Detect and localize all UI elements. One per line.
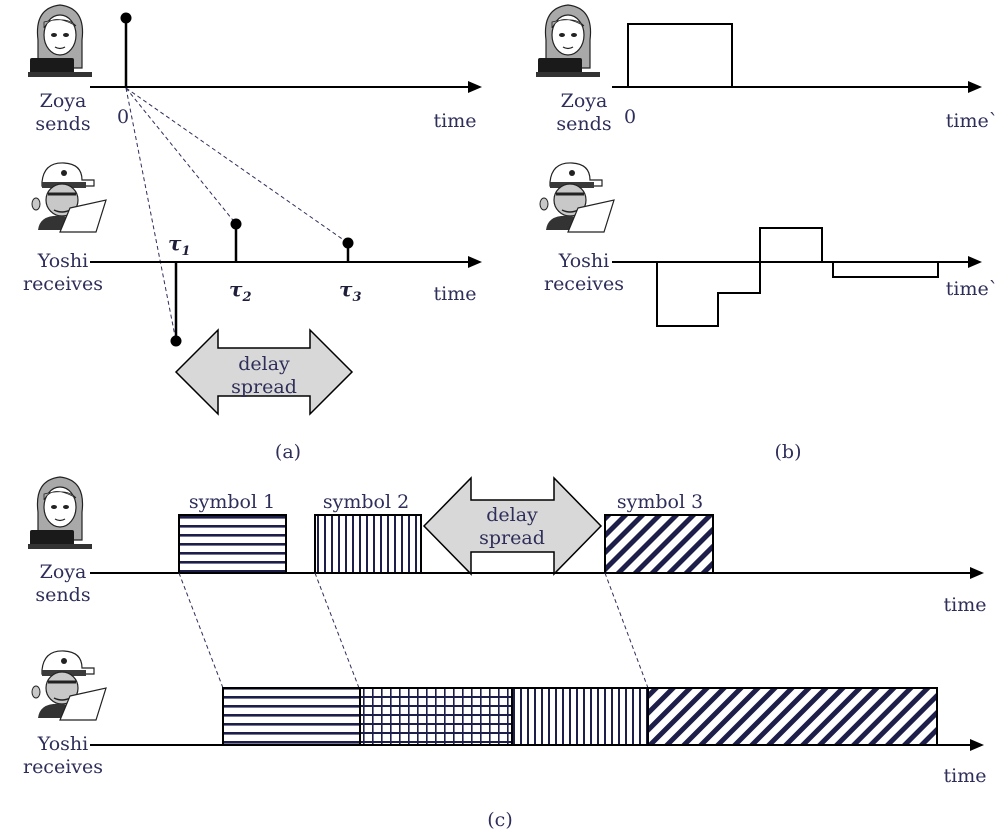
path-line-2 bbox=[315, 573, 359, 688]
sent-pulse bbox=[628, 24, 732, 87]
time-label: time bbox=[434, 283, 477, 305]
spread-label: spread bbox=[231, 376, 297, 398]
sender-name: Zoya bbox=[561, 90, 608, 112]
sender-action: sends bbox=[35, 584, 90, 606]
symbol-2-label: symbol 2 bbox=[323, 491, 409, 513]
received-tail-pulse bbox=[833, 262, 938, 277]
axis-arrowhead bbox=[468, 81, 482, 93]
caption-c: (c) bbox=[487, 809, 512, 831]
time-label: time` bbox=[946, 278, 998, 300]
received-waveform bbox=[657, 228, 822, 326]
woman-laptop-icon bbox=[28, 477, 92, 549]
path-line-1 bbox=[126, 88, 176, 341]
receiver-name: Yoshi bbox=[558, 250, 609, 272]
panel-b: Zoya sends 0 time` Yoshi receives time` … bbox=[536, 5, 998, 463]
sender-name: Zoya bbox=[40, 561, 87, 583]
axis-arrowhead bbox=[970, 567, 984, 579]
delay-spread-arrow bbox=[424, 478, 601, 574]
spread-label: spread bbox=[479, 527, 545, 549]
caption-b: (b) bbox=[775, 441, 802, 463]
sent-symbol-3 bbox=[605, 515, 713, 573]
received-symbol-1 bbox=[223, 688, 360, 745]
received-symbol-2 bbox=[512, 688, 648, 745]
caption-a: (a) bbox=[275, 441, 301, 463]
tap-label-1: τ1 bbox=[168, 231, 191, 259]
impulse-head bbox=[121, 13, 132, 24]
tap-head-3 bbox=[343, 238, 354, 249]
tap-head-2 bbox=[231, 219, 242, 230]
axis-arrowhead bbox=[970, 739, 984, 751]
symbol-1-label: symbol 1 bbox=[189, 491, 275, 513]
time-label: time bbox=[434, 110, 477, 132]
receiver-action: receives bbox=[23, 273, 103, 295]
sender-name: Zoya bbox=[40, 90, 87, 112]
receiver-name: Yoshi bbox=[37, 250, 88, 272]
origin-label: 0 bbox=[624, 106, 636, 128]
panel-c: Zoya sends time symbol 1 symbol 2 delay … bbox=[23, 477, 987, 831]
receiver-action: receives bbox=[23, 756, 103, 778]
man-laptop-icon bbox=[32, 651, 106, 720]
sent-symbol-2 bbox=[315, 515, 421, 573]
sender-action: sends bbox=[556, 113, 611, 135]
woman-laptop-icon bbox=[536, 5, 600, 77]
woman-laptop-icon bbox=[28, 5, 92, 77]
tap-label-3: τ3 bbox=[339, 277, 362, 305]
time-label: time bbox=[944, 594, 987, 616]
delay-label: delay bbox=[238, 353, 290, 375]
path-line-1 bbox=[179, 573, 223, 688]
man-laptop-icon bbox=[32, 163, 106, 232]
sent-symbol-1 bbox=[179, 515, 286, 573]
received-symbol-3 bbox=[648, 688, 937, 745]
sender-action: sends bbox=[35, 113, 90, 135]
axis-arrowhead bbox=[468, 256, 482, 268]
tap-label-2: τ2 bbox=[229, 277, 252, 305]
receiver-name: Yoshi bbox=[37, 733, 88, 755]
axis-arrowhead bbox=[968, 256, 982, 268]
time-label: time bbox=[944, 765, 987, 787]
time-label: time` bbox=[946, 110, 998, 132]
man-laptop-icon bbox=[540, 163, 614, 232]
tap-head-1 bbox=[171, 336, 182, 347]
axis-arrowhead bbox=[968, 81, 982, 93]
origin-label: 0 bbox=[117, 106, 129, 128]
path-line-3 bbox=[605, 573, 648, 688]
delay-label: delay bbox=[486, 504, 538, 526]
received-overlap-1-2 bbox=[360, 688, 512, 745]
panel-a: Zoya sends 0 time Yoshi receives time τ1… bbox=[23, 5, 482, 463]
path-line-2 bbox=[126, 88, 236, 224]
receiver-action: receives bbox=[544, 273, 624, 295]
symbol-3-label: symbol 3 bbox=[617, 491, 703, 513]
